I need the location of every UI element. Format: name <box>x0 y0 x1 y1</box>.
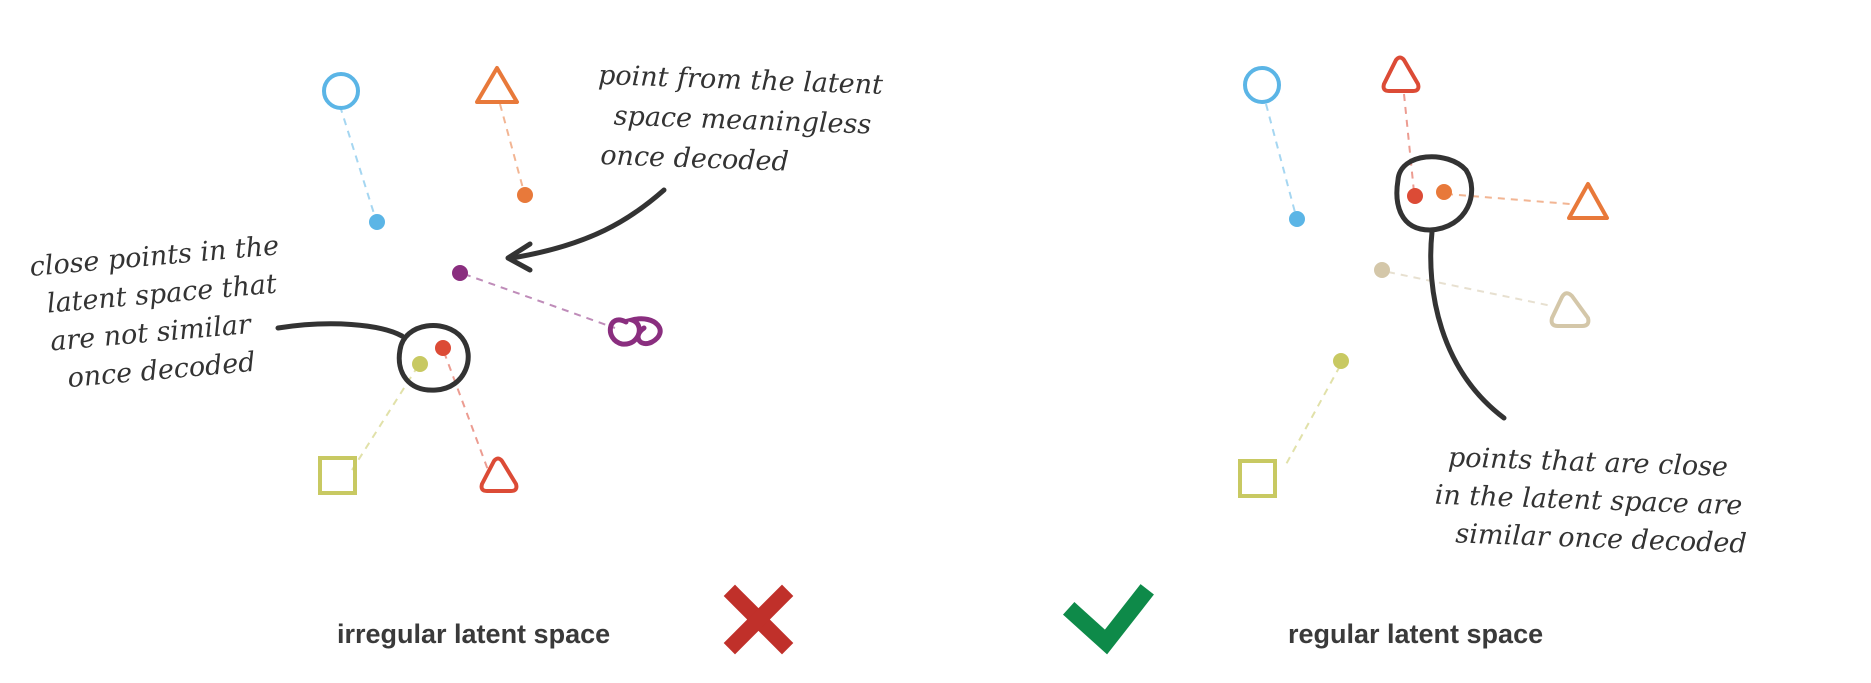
olive-latent-point <box>412 356 428 372</box>
blue-circle-shape <box>322 72 360 110</box>
orange-latent-point <box>517 187 533 203</box>
red-latent-point-right <box>1407 188 1423 204</box>
orange-triangle-shape-right <box>1567 182 1609 220</box>
olive-latent-point-right <box>1333 353 1349 369</box>
arrow-head-meaningless <box>505 241 533 273</box>
irregular-caption: irregular latent space <box>337 619 610 649</box>
annotation-similar: points that are close in the latent spac… <box>1433 442 1753 560</box>
orange-latent-point-right <box>1436 184 1452 200</box>
cross-icon <box>723 584 794 655</box>
red-rounded-triangle-shape-right <box>1381 55 1421 93</box>
orange-triangle-shape <box>475 66 519 104</box>
blue-latent-point <box>369 214 385 230</box>
regular-panel: points that are close in the latent spac… <box>1062 55 1753 655</box>
guide-blue-right <box>1265 103 1297 217</box>
pointer-to-close-points <box>275 321 405 339</box>
irregular-panel: point from the latent space meaningless … <box>28 60 892 655</box>
arrow-to-meaningless-point <box>509 187 667 261</box>
purple-latent-point <box>452 265 468 281</box>
guide-orange-left <box>499 103 525 193</box>
pointer-to-similar-points <box>1428 229 1507 421</box>
guide-orange-right <box>1445 193 1571 205</box>
red-rounded-triangle-shape <box>479 456 519 493</box>
highlight-ring-right <box>1394 154 1475 233</box>
beige-latent-point <box>1374 262 1390 278</box>
annotation-not-similar: close points in the latent space that ar… <box>28 230 298 397</box>
blue-latent-point-right <box>1289 211 1305 227</box>
guide-olive-right <box>1283 365 1341 469</box>
purple-scribble-shape <box>607 316 663 347</box>
beige-rounded-triangle-shape <box>1549 291 1591 328</box>
guide-beige-right <box>1387 271 1553 307</box>
highlight-ring-left <box>396 323 471 393</box>
guide-blue-left <box>339 105 377 221</box>
red-latent-point <box>435 340 451 356</box>
regular-caption: regular latent space <box>1288 619 1543 649</box>
olive-square-shape-right <box>1238 459 1277 498</box>
check-icon <box>1062 584 1154 655</box>
guide-purple-left <box>463 273 616 329</box>
guide-red-right <box>1403 93 1415 193</box>
guide-red-left <box>443 351 489 471</box>
blue-circle-shape-right <box>1243 66 1281 104</box>
olive-square-shape <box>318 456 357 495</box>
annotation-meaningless: point from the latent space meaningless … <box>595 60 892 181</box>
